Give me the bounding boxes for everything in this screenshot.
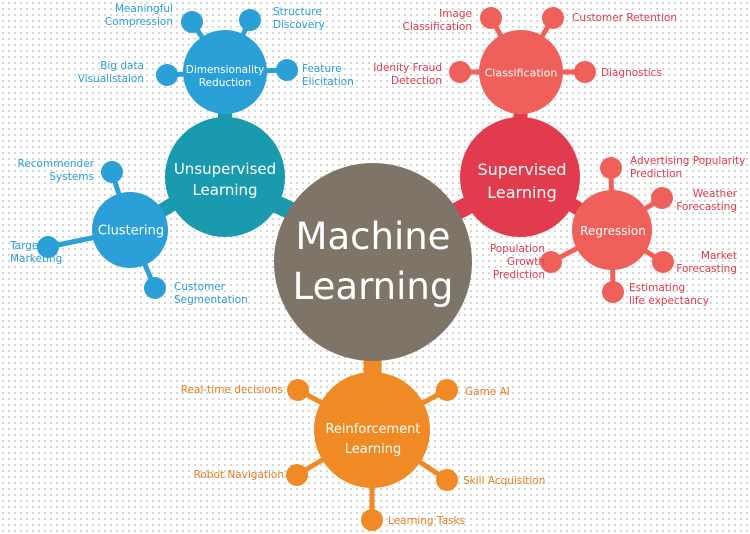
unsupervised-line-1: Unsupervised xyxy=(173,160,277,178)
leaf-label-line: Customer Retention xyxy=(572,12,677,24)
leaf-label-line: Feature xyxy=(302,63,342,75)
leaf-feature-elicitation: Feature Elicitation xyxy=(302,63,354,89)
leaf-label-line: Estimating xyxy=(629,282,686,294)
leaf-label-line: Skill Acquisition xyxy=(463,475,546,487)
leaf-image-classification: Image Classification xyxy=(403,8,472,34)
leaf-population-growth-prediction: Population Growth Prediction xyxy=(490,243,545,282)
reinforcement-learning-node: Reinforcement Learning xyxy=(325,420,420,460)
leaf-label-line: Visualistaion xyxy=(77,73,144,85)
center-line-2: Learning xyxy=(292,265,454,308)
clustering-node: Clustering xyxy=(97,223,165,239)
leaf-skill-acquisition: Skill Acquisition xyxy=(463,475,545,488)
leaf-label-line: Weather xyxy=(692,188,737,200)
leaf-label-line: Big data xyxy=(100,60,144,72)
leaf-label-line: Compression xyxy=(104,16,173,28)
leaf-big-data-visualisation: Big data Visualistaion xyxy=(78,60,144,86)
leaf-label-line: Segmentation xyxy=(174,294,248,306)
leaf-meaningful-compression: Meaningful Compression xyxy=(105,3,173,29)
reinforcement-line-2: Learning xyxy=(344,442,402,457)
dimensionality-line-2: Reduction xyxy=(198,77,252,89)
leaf-diagnostics: Diagnostics xyxy=(601,67,662,80)
leaf-label-line: Game AI xyxy=(465,386,510,398)
leaf-label-line: Robot Navigation xyxy=(193,469,284,481)
regression-node: Regression xyxy=(580,224,646,238)
leaf-label-line: Marketing xyxy=(10,253,63,265)
leaf-identity-fraud-detection: Idenity Fraud Detection xyxy=(373,62,442,88)
leaf-game-ai: Game AI xyxy=(465,386,510,399)
leaf-estimating-life-expectancy: Estimating life expectancy xyxy=(629,282,709,308)
leaf-label-line: Idenity Fraud xyxy=(373,62,442,74)
leaf-recommender-systems: Recommender Systems xyxy=(18,158,95,184)
leaf-label-line: life expectancy xyxy=(629,295,709,307)
supervised-line-1: Supervised xyxy=(477,160,567,179)
center-line-1: Machine xyxy=(295,215,451,258)
classification-node: Classification xyxy=(484,66,558,80)
leaf-label-line: Customer xyxy=(174,281,226,293)
leaf-weather-forecasting: Weather Forecasting xyxy=(676,188,737,214)
leaf-label-line: Classification xyxy=(402,21,472,33)
leaf-structure-discovery: Structure Discovery xyxy=(273,6,325,32)
leaf-label-line: Learning Tasks xyxy=(388,515,466,527)
leaf-label-line: Systems xyxy=(49,171,94,183)
leaf-label-line: Population xyxy=(489,243,545,255)
leaf-label-line: Recommender xyxy=(17,158,95,170)
leaf-label-line: Forecasting xyxy=(676,263,737,275)
leaf-label-line: Real-time decisions xyxy=(180,384,283,396)
leaf-label-line: Structure xyxy=(273,6,322,18)
leaf-label-line: Meaningful xyxy=(114,3,173,15)
leaf-label-line: Discovery xyxy=(273,19,325,31)
leaf-advertising-popularity-prediction: Advertising Popularity Prediction xyxy=(630,155,745,181)
leaf-label-line: Elicitation xyxy=(302,76,354,88)
leaf-label-line: Diagnostics xyxy=(601,67,662,79)
center-node-label: Machine Learning xyxy=(293,212,454,312)
leaf-robot-navigation: Robot Navigation xyxy=(194,469,284,482)
leaf-label-line: Image xyxy=(439,8,472,20)
supervised-learning-node: Supervised Learning xyxy=(477,158,566,204)
dimensionality-reduction-node: Dimensionality Reduction xyxy=(186,64,264,90)
dimensionality-line-1: Dimensionality xyxy=(185,64,265,76)
leaf-learning-tasks: Learning Tasks xyxy=(388,515,465,528)
leaf-market-forecasting: Market Forecasting xyxy=(676,250,737,276)
leaf-targetted-marketing: Targetted Marketing xyxy=(10,240,62,266)
leaf-label-line: Prediction xyxy=(492,269,545,281)
leaf-customer-retention: Customer Retention xyxy=(572,12,677,25)
unsupervised-line-2: Learning xyxy=(192,181,258,199)
leaf-label-line: Forecasting xyxy=(676,201,737,213)
leaf-label-line: Advertising Popularity xyxy=(630,155,746,167)
leaf-label-line: Detection xyxy=(390,75,442,87)
unsupervised-learning-node: Unsupervised Learning xyxy=(174,159,276,201)
reinforcement-line-1: Reinforcement xyxy=(325,422,421,437)
supervised-line-2: Learning xyxy=(487,183,557,202)
leaf-label-line: Growth xyxy=(506,256,545,268)
leaf-real-time-decisions: Real-time decisions xyxy=(181,384,283,397)
leaf-customer-segmentation: Customer Segmentation xyxy=(174,281,248,307)
leaf-label-line: Prediction xyxy=(630,168,683,180)
leaf-label-line: Market xyxy=(700,250,737,262)
leaf-label-line: Targetted xyxy=(10,240,60,252)
